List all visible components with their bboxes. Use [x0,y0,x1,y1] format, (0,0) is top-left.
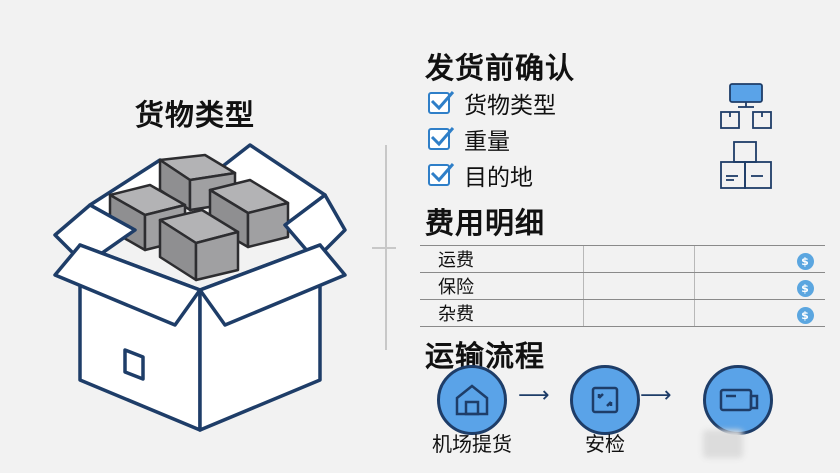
blurred-label [703,430,743,458]
fee-cell [694,299,785,327]
checklist-label: 重量 [464,129,510,155]
dollar-icon: $ [796,252,814,270]
dollar-icon: $ [796,306,814,324]
checkbox-checked[interactable] [428,127,455,150]
fee-currency-cell: $ [785,299,825,327]
checklist-label: 货物类型 [464,93,556,119]
truck-icon [719,388,759,412]
checklist-label: 目的地 [464,165,533,191]
fee-label: 保险 [420,272,584,300]
cargo-type-heading: 货物类型 [135,98,256,132]
step-label-security: 安检 [585,432,625,456]
step-transport-circle [703,365,773,435]
step-pickup-circle [437,365,507,435]
check-icon [430,91,455,111]
fee-cell [583,299,695,327]
security-scan-icon [591,386,619,414]
step-security-circle [570,365,640,435]
fee-label: 杂费 [420,299,584,327]
fees-table: 运费 $ 保险 $ 杂费 $ [420,245,825,327]
fee-currency-cell: $ [785,272,825,300]
checkbox-checked[interactable] [428,91,455,114]
divider-tick [372,247,396,249]
check-icon [430,163,455,183]
table-row: 保险 $ [420,272,825,300]
step-label-pickup: 机场提货 [432,432,512,456]
dollar-icon: $ [796,279,814,297]
warehouse-icon [455,384,489,416]
fees-heading: 费用明细 [425,206,546,240]
fee-currency-cell: $ [785,245,825,273]
checklist-item[interactable]: 重量 [428,121,556,157]
fee-cell [694,245,785,273]
confirm-heading: 发货前确认 [425,51,576,85]
arrow-right-icon: ⟶ [640,383,672,408]
fee-cell [583,272,695,300]
fee-cell [694,272,785,300]
fee-label: 运费 [420,245,584,273]
table-row: 运费 $ [420,245,825,273]
arrow-right-icon: ⟶ [518,383,550,408]
stacked-boxes-icon [720,141,772,189]
table-row: 杂费 $ [420,299,825,327]
confirm-checklist: 货物类型 重量 目的地 [428,85,556,193]
checklist-item[interactable]: 目的地 [428,157,556,193]
computer-boxes-icon [720,83,772,129]
check-icon [430,127,455,147]
fee-cell [583,245,695,273]
checkbox-checked[interactable] [428,163,455,186]
checklist-item[interactable]: 货物类型 [428,85,556,121]
open-box-icon [53,143,347,432]
